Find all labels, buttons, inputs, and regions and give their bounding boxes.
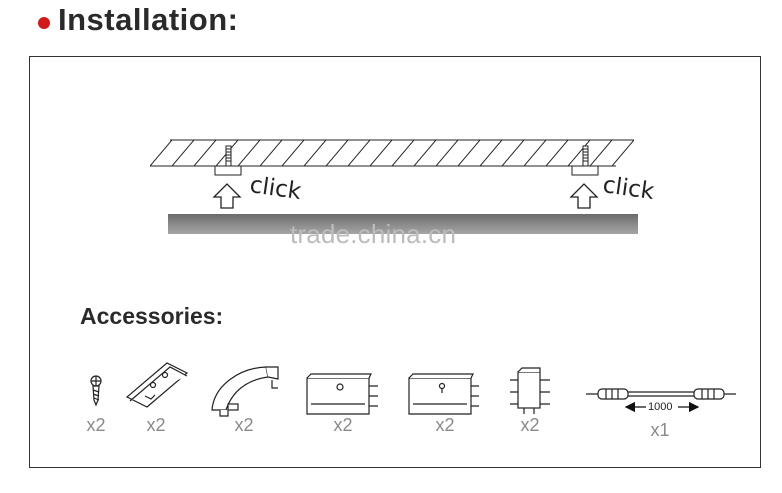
title-bullet <box>38 17 50 29</box>
clip-left <box>214 165 242 176</box>
extension-cable-icon <box>586 388 736 413</box>
straight-connector-icon <box>306 373 378 415</box>
end-connector-icon <box>510 367 550 414</box>
clip-right <box>571 165 599 176</box>
installation-frame <box>29 56 761 468</box>
page-title: Installation: <box>58 2 239 37</box>
quantity-extension-cable: x1 <box>650 420 670 440</box>
mounting-clip-icon <box>125 362 189 408</box>
watermark: trade.china.cn <box>290 219 457 249</box>
screw-left <box>225 145 232 167</box>
corner-connector-icon <box>211 366 279 417</box>
quantity-mounting-clip: x2 <box>146 415 166 435</box>
quantity-straight-connector-alt: x2 <box>435 415 455 435</box>
led-rail <box>168 214 638 234</box>
arrow-up-icon <box>212 183 242 209</box>
screw-icon <box>90 375 102 407</box>
quantity-corner-connector: x2 <box>234 415 254 435</box>
quantity-straight-connector: x2 <box>333 415 353 435</box>
accessories-title: Accessories: <box>80 303 224 329</box>
screw-right <box>582 145 589 167</box>
ceiling <box>150 139 634 167</box>
arrow-up-icon <box>569 183 599 209</box>
quantity-screw: x2 <box>86 415 106 435</box>
quantity-end-connector: x2 <box>520 415 540 435</box>
straight-connector-alt-icon <box>408 373 479 415</box>
cable-length-label: 1000 <box>648 401 673 413</box>
